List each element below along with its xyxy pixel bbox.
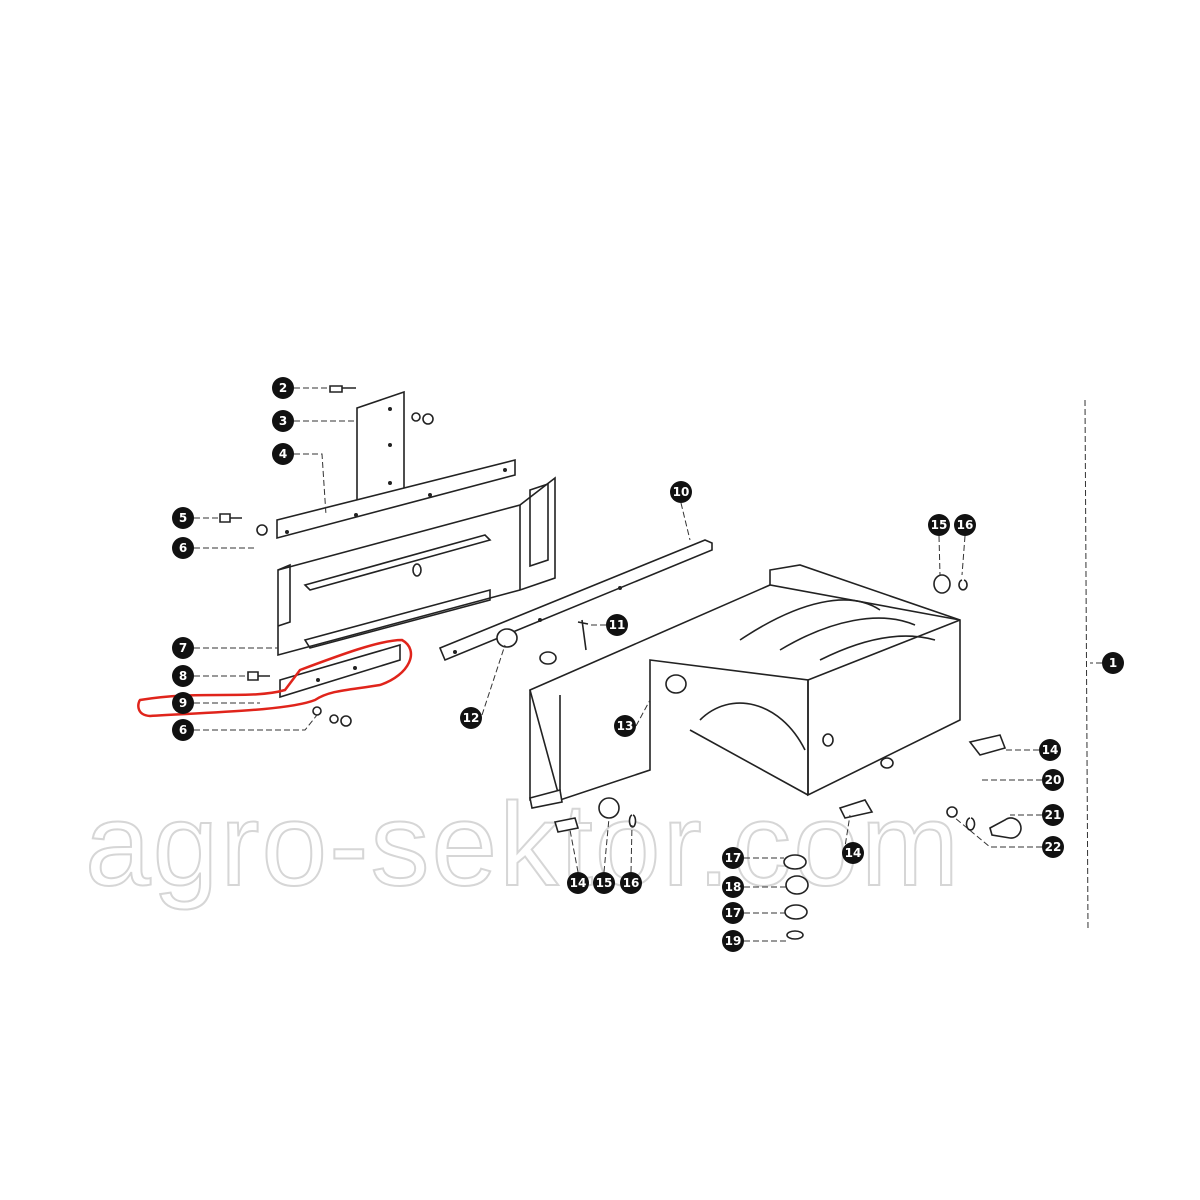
main-channel — [277, 476, 556, 657]
nut-12 — [539, 651, 557, 665]
callout-15-bottom[interactable]: 15 — [593, 872, 615, 894]
callout-10[interactable]: 10 — [670, 481, 692, 503]
svg-text:2: 2 — [279, 381, 287, 395]
svg-text:12: 12 — [463, 711, 480, 725]
callout-3[interactable]: 3 — [272, 410, 294, 432]
watermark: agro-sektor.com — [85, 779, 961, 911]
callout-7[interactable]: 7 — [172, 637, 194, 659]
pin — [577, 619, 589, 651]
fasteners-right — [529, 574, 1022, 940]
callout-1[interactable]: 1 — [1102, 652, 1124, 674]
assembly-bracket — [1084, 399, 1089, 931]
svg-text:16: 16 — [957, 518, 974, 532]
callout-15-top[interactable]: 15 — [928, 514, 950, 536]
callout-6-lower[interactable]: 6 — [172, 719, 194, 741]
callout-19[interactable]: 19 — [722, 930, 744, 952]
svg-text:18: 18 — [725, 880, 742, 894]
callout-16-bottom[interactable]: 16 — [620, 872, 642, 894]
svg-text:19: 19 — [725, 934, 742, 948]
svg-text:7: 7 — [179, 641, 187, 655]
svg-text:16: 16 — [623, 876, 640, 890]
svg-text:15: 15 — [931, 518, 948, 532]
callout-13[interactable]: 13 — [614, 715, 636, 737]
callout-6-upper[interactable]: 6 — [172, 537, 194, 559]
fasteners-left — [219, 385, 434, 727]
svg-text:8: 8 — [179, 669, 187, 683]
callout-2[interactable]: 2 — [272, 377, 294, 399]
svg-text:6: 6 — [179, 723, 187, 737]
rail — [438, 539, 713, 662]
callout-22[interactable]: 22 — [1042, 836, 1064, 858]
callout-4[interactable]: 4 — [272, 443, 294, 465]
callout-5[interactable]: 5 — [172, 507, 194, 529]
callout-18[interactable]: 18 — [722, 876, 744, 898]
svg-text:22: 22 — [1045, 840, 1062, 854]
red-highlight — [137, 638, 413, 718]
svg-text:14: 14 — [1042, 743, 1059, 757]
callout-20[interactable]: 20 — [1042, 769, 1064, 791]
callout-11[interactable]: 11 — [606, 614, 628, 636]
svg-text:11: 11 — [609, 618, 626, 632]
top-strip — [276, 458, 516, 540]
callout-12[interactable]: 12 — [460, 707, 482, 729]
callout-17-upper[interactable]: 17 — [722, 847, 744, 869]
svg-text:6: 6 — [179, 541, 187, 555]
svg-text:21: 21 — [1045, 808, 1062, 822]
svg-text:4: 4 — [279, 447, 287, 461]
main-frame — [529, 564, 961, 802]
svg-text:13: 13 — [617, 719, 634, 733]
svg-text:20: 20 — [1045, 773, 1062, 787]
svg-text:1: 1 — [1109, 656, 1117, 670]
svg-text:15: 15 — [596, 876, 613, 890]
callout-9[interactable]: 9 — [172, 692, 194, 714]
callout-8[interactable]: 8 — [172, 665, 194, 687]
callout-14-middle[interactable]: 14 — [842, 842, 864, 864]
callout-21[interactable]: 21 — [1042, 804, 1064, 826]
svg-text:3: 3 — [279, 414, 287, 428]
svg-text:9: 9 — [179, 696, 187, 710]
callout-14-bottom[interactable]: 14 — [567, 872, 589, 894]
svg-text:10: 10 — [673, 485, 690, 499]
svg-text:5: 5 — [179, 511, 187, 525]
callout-14-right[interactable]: 14 — [1039, 739, 1061, 761]
callout-17-lower[interactable]: 17 — [722, 902, 744, 924]
callout-16-top[interactable]: 16 — [954, 514, 976, 536]
leader-lines — [194, 387, 1102, 942]
svg-text:14: 14 — [570, 876, 587, 890]
svg-text:17: 17 — [725, 851, 742, 865]
svg-text:14: 14 — [845, 846, 862, 860]
svg-text:17: 17 — [725, 906, 742, 920]
